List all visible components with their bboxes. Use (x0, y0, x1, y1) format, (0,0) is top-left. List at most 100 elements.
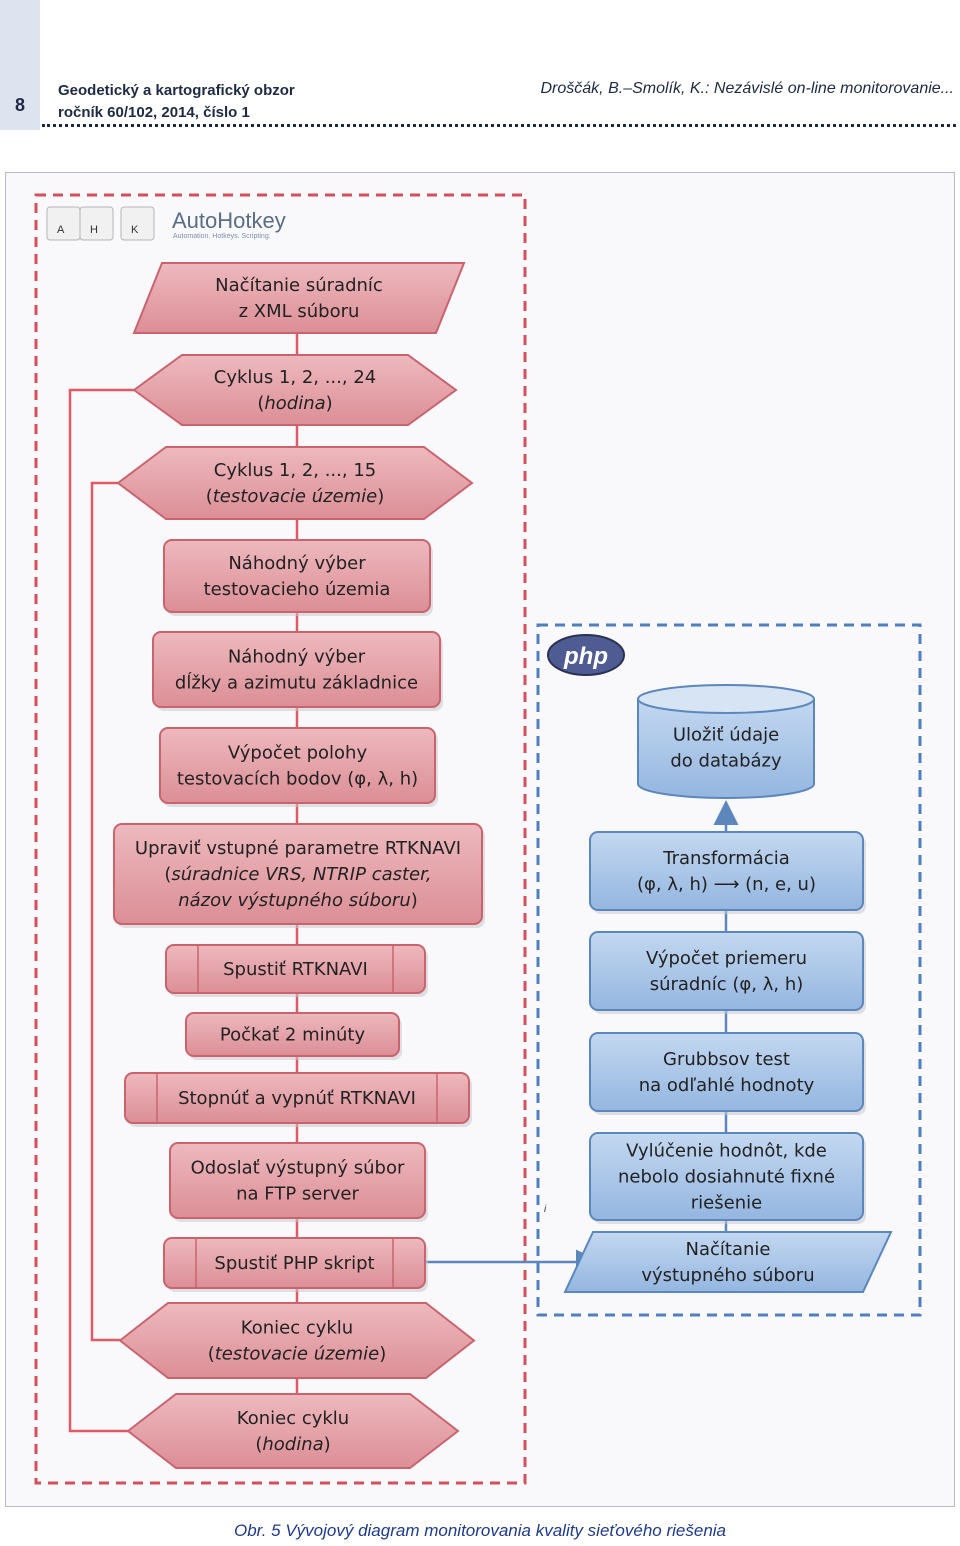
node-text-line: Načítanie súradníc (215, 275, 383, 296)
node-text-line: nebolo dosiahnuté fixné (618, 1167, 835, 1188)
autohotkey-logo: A H K AutoHotkey Automation. Hotkeys. Sc… (46, 206, 286, 241)
node-text-line: súradníc (φ, λ, h) (650, 974, 804, 995)
node-text-line: (φ, λ, h) ⟶ (n, e, u) (637, 874, 816, 895)
node-shape (185, 1012, 400, 1057)
node-shape (159, 727, 436, 804)
article-title: Droščák, B.–Smolík, K.: Nezávislé on-lin… (540, 80, 955, 97)
node-text-line: z XML súboru (239, 301, 360, 322)
caption-label: Obr. 5 (233, 1521, 281, 1540)
node-pockat: Počkať 2 minúty (185, 1012, 402, 1060)
node-text-line: testovacieho územia (204, 579, 391, 600)
node-shape (589, 1032, 864, 1112)
node-shape (165, 944, 426, 994)
node-shape (126, 1393, 460, 1469)
node-shape (124, 1072, 470, 1124)
node-shape (563, 1231, 893, 1293)
node-text-line: Odoslať výstupný súbor (191, 1158, 405, 1179)
node-shape (113, 823, 483, 925)
node-text-line: Spustiť PHP skript (214, 1253, 374, 1274)
ahk-key-a: A (57, 224, 65, 236)
php-group-border (536, 623, 922, 1317)
node-upravit-parametre: Upraviť vstupné parametre RTKNAVI (súradn… (113, 823, 485, 928)
ahk-key-k: K (131, 224, 139, 236)
journal-title: Geodetický a kartografický obzor (58, 82, 295, 99)
page-number: 8 (14, 95, 25, 115)
node-shape-top (637, 684, 815, 714)
node-shape (118, 1302, 476, 1379)
loop-line (68, 388, 134, 1433)
node-shape (132, 262, 466, 334)
node-ulozit-udaje: Uložiť údaje do databázy (637, 684, 815, 799)
node-text-line: Výpočet priemeru (646, 948, 807, 969)
node-text-line: Koniec cyklu (241, 1318, 353, 1339)
caption-text: Vývojový diagram monitorovania kvality s… (285, 1521, 726, 1540)
node-shape (163, 1237, 426, 1289)
node-text-line: Načítanie (686, 1239, 771, 1260)
node-shape (169, 1142, 426, 1219)
node-text-line: Cyklus 1, 2, ..., 24 (214, 367, 376, 388)
node-text-line: Uložiť údaje (673, 725, 779, 746)
node-text-line: Výpočet polohy (228, 743, 368, 764)
node-shape (589, 831, 864, 911)
node-text-line: Vylúčenie hodnôt, kde (626, 1141, 827, 1162)
node-shape (163, 539, 431, 613)
node-koniec-uzemie: Koniec cyklu (testovacie územie) (118, 1302, 476, 1379)
node-koniec-hodina: Koniec cyklu (hodina) (126, 1393, 460, 1469)
node-text-line: do databázy (670, 751, 782, 772)
node-nacitanie-vystupneho: Načítanie výstupného súboru (563, 1231, 893, 1293)
php-logo: php (547, 634, 625, 676)
journal-issue: ročník 60/102, 2014, číslo 1 (58, 104, 250, 121)
node-text-line: dĺžky a azimutu základnice (175, 672, 418, 694)
node-text-line: Grubbsov test (663, 1049, 790, 1070)
node-text-line: na odľahlé hodnoty (639, 1075, 815, 1096)
node-text-line: Koniec cyklu (237, 1408, 349, 1429)
node-text-line: (testovacie územie) (206, 486, 385, 507)
node-shape (132, 354, 458, 426)
node-text-line: názov výstupného súboru) (178, 890, 418, 911)
node-vypocet-polohy: Výpočet polohy testovacích bodov (φ, λ, h… (159, 727, 438, 807)
node-odoslat-subor: Odoslať výstupný súbor na FTP server (169, 1142, 428, 1222)
node-shape (589, 1132, 864, 1221)
node-text-line: (hodina) (255, 1434, 330, 1455)
node-spustit-php: Spustiť PHP skript (163, 1237, 428, 1292)
node-text-line: Stopnúť a vypnúť RTKNAVI (178, 1088, 416, 1109)
node-cyklus-uzemie: Cyklus 1, 2, ..., 15 (testovacie územie) (116, 446, 474, 520)
autohotkey-tagline: Automation. Hotkeys. Scripting. (173, 233, 271, 240)
stray-mark: i (544, 1204, 547, 1215)
node-transformacia: Transformácia (φ, λ, h) ⟶ (n, e, u) (589, 831, 866, 914)
node-text-line: Náhodný výber (228, 553, 366, 574)
node-text-line: testovacích bodov (φ, λ, h) (177, 769, 418, 790)
node-stopnut-rtknavi: Stopnúť a vypnúť RTKNAVI (124, 1072, 472, 1127)
node-shape (637, 699, 815, 799)
page-number-tab: 8 (0, 0, 40, 130)
node-text-line: Náhodný výber (228, 647, 366, 668)
node-nacitanie-suradnic: Načítanie súradníc z XML súboru (132, 262, 466, 334)
node-text-line: riešenie (691, 1193, 762, 1214)
node-text-line: Počkať 2 minúty (220, 1025, 366, 1046)
node-grubbsov-test: Grubbsov test na odľahlé hodnoty (589, 1032, 866, 1115)
ahk-key-h: H (90, 224, 98, 236)
node-vypocet-priemeru: Výpočet priemeru súradníc (φ, λ, h) (589, 931, 866, 1014)
node-text-line: Cyklus 1, 2, ..., 15 (214, 460, 376, 481)
node-spustit-rtknavi: Spustiť RTKNAVI (165, 944, 428, 997)
node-nahodny-vyber-zakladnice: Náhodný výber dĺžky a azimutu základnice (152, 631, 443, 711)
node-text-line: (testovacie územie) (208, 1344, 387, 1365)
node-shape (152, 631, 441, 708)
node-text-line: Spustiť RTKNAVI (223, 959, 368, 980)
node-text-line: výstupného súboru (641, 1265, 814, 1286)
node-text-line: (hodina) (257, 393, 332, 414)
node-text-line: (súradnice VRS, NTRIP caster, (164, 864, 431, 885)
figure-caption: Obr. 5 Vývojový diagram monitorovania kv… (0, 1521, 960, 1541)
node-nahodny-vyber-uzemia: Náhodný výber testovacieho územia (163, 539, 433, 616)
node-text-line: Transformácia (662, 848, 790, 869)
node-text-line: Upraviť vstupné parametre RTKNAVI (135, 838, 461, 859)
node-text-line: na FTP server (236, 1184, 359, 1205)
loop-line (90, 481, 120, 1342)
autohotkey-group-border (34, 193, 527, 1485)
node-vylucenie-hodnot: Vylúčenie hodnôt, kde nebolo dosiahnuté f… (589, 1132, 866, 1224)
header-divider (42, 124, 956, 127)
php-logo-text: php (563, 643, 608, 670)
node-cyklus-hodina: Cyklus 1, 2, ..., 24 (hodina) (132, 354, 458, 426)
